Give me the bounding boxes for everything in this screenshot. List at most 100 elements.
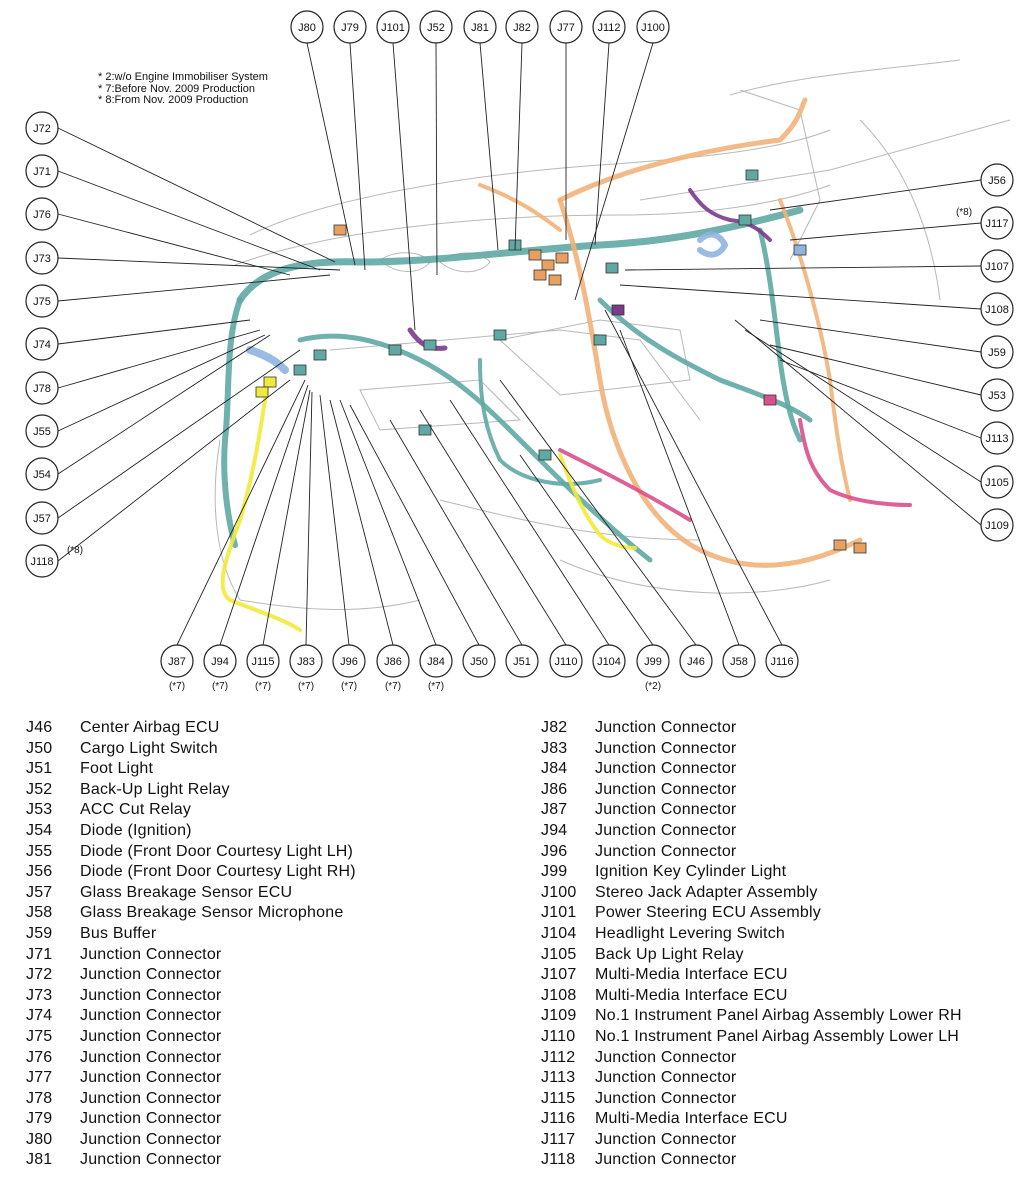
callout-label: J59	[988, 347, 1006, 359]
callout-label: J113	[985, 433, 1008, 445]
legend-description: No.1 Instrument Panel Airbag Assembly Lo…	[595, 1027, 960, 1045]
callout-j73: J73	[25, 241, 59, 275]
callout-j55: J55	[25, 414, 59, 448]
callout-label: J80	[298, 22, 316, 34]
dash-outline	[739, 89, 821, 261]
legend-code: J86	[541, 780, 568, 798]
callout-label: J58	[730, 656, 748, 668]
legend-code: J118	[541, 1151, 576, 1169]
legend-code: J109	[541, 1007, 577, 1025]
legend-row: J53 ACC Cut Relay	[26, 800, 356, 821]
legend-code: J53	[26, 801, 53, 819]
legend-code: J77	[26, 1069, 53, 1087]
callout-j80: J80	[290, 10, 324, 44]
legend-code: J96	[541, 842, 568, 860]
callout-label: J109	[985, 520, 1009, 532]
leader-line	[479, 42, 499, 251]
callout-j118: J118	[25, 544, 59, 578]
dash-outline	[439, 499, 701, 541]
callout-label: J96	[340, 656, 358, 668]
callout-label: J82	[513, 22, 531, 34]
legend-code: J71	[26, 945, 53, 963]
callout-j74: J74	[25, 327, 59, 361]
legend-description: Back Up Light Relay	[595, 945, 744, 963]
legend-code: J101	[541, 904, 577, 922]
callout-circle	[333, 10, 367, 44]
leader-line	[789, 222, 982, 241]
legend-description: Junction Connector	[595, 739, 737, 757]
legend-code: J55	[26, 842, 53, 860]
callout-j104: J104	[592, 644, 626, 678]
callout-circle	[376, 644, 410, 678]
note-item: * 8:From Nov. 2009 Production	[98, 94, 249, 106]
legend-description: Junction Connector	[80, 1089, 222, 1107]
legend-code: J82	[541, 719, 568, 736]
connector-block	[853, 542, 867, 554]
callout-circle	[980, 421, 1014, 455]
leader-line	[604, 309, 783, 646]
callout-circle	[25, 414, 59, 448]
callout-label: J87	[168, 656, 186, 668]
leader-line	[305, 391, 313, 646]
wire-harness	[478, 183, 562, 232]
leader-line	[219, 384, 309, 646]
callout-j78: J78	[25, 371, 59, 405]
callout-j105: J105	[980, 465, 1014, 499]
callout-circle	[463, 10, 497, 44]
callout-circle	[419, 10, 453, 44]
leader-line	[624, 265, 982, 271]
connector-block	[255, 386, 269, 398]
legend-description: ACC Cut Relay	[80, 801, 192, 819]
callout-j52: J52	[419, 10, 453, 44]
leader-line	[514, 42, 523, 251]
note-item: * 7:Before Nov. 2009 Production	[98, 82, 255, 95]
leader-line	[349, 404, 480, 646]
callout-circle	[980, 249, 1014, 283]
callout-circle	[592, 644, 626, 678]
leader-line	[594, 42, 610, 246]
legend-code: J78	[26, 1089, 53, 1107]
legend-description: Junction Connector	[80, 945, 222, 963]
leader-line	[449, 399, 610, 646]
leader-line	[57, 274, 331, 302]
callout-label: J77	[557, 22, 575, 34]
wire-harness	[697, 231, 729, 258]
callout-footnote: (*7)	[341, 681, 357, 692]
callout-j110: J110	[549, 644, 583, 678]
connector-block	[263, 376, 277, 388]
connector-block	[763, 394, 777, 406]
callout-j86: J86	[376, 644, 410, 678]
legend-description: Center Airbag ECU	[80, 719, 220, 736]
callout-circle	[679, 644, 713, 678]
callout-j72: J72	[25, 111, 59, 145]
connector-block	[605, 262, 619, 274]
leader-line	[57, 319, 251, 345]
legend-description: Power Steering ECU Assembly	[595, 904, 821, 922]
legend-code: J113	[541, 1069, 576, 1087]
wire-harness	[246, 346, 289, 374]
legend-code: J99	[541, 863, 568, 881]
callout-circle	[160, 644, 194, 678]
callout-label: J99	[644, 656, 662, 668]
callout-label: J74	[33, 339, 51, 351]
leader-line	[734, 319, 982, 526]
leader-line	[779, 359, 982, 439]
dash-outline	[859, 119, 941, 301]
connector-block	[493, 329, 507, 341]
legend-description: Junction Connector	[595, 842, 737, 860]
legend-code: J116	[541, 1110, 576, 1128]
callout-j115: J115	[246, 644, 280, 678]
legend-description: Junction Connector	[595, 801, 737, 819]
callout-footnote: (*7)	[255, 681, 271, 692]
callout-label: J56	[988, 175, 1006, 187]
